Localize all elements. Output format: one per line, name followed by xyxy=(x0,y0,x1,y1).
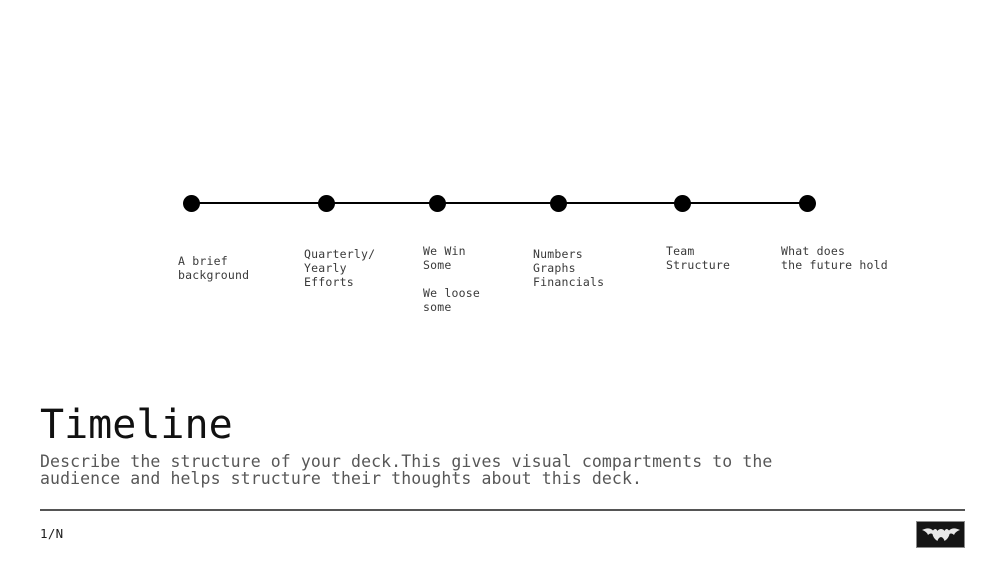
timeline-label-3b: We loose some xyxy=(423,286,480,314)
timeline-node-3[interactable] xyxy=(428,195,446,212)
timeline-node-2[interactable] xyxy=(317,195,335,212)
timeline-label-4: Numbers Graphs Financials xyxy=(533,247,605,289)
timeline-axis-line xyxy=(191,202,807,204)
slide-description: Describe the structure of your deck.This… xyxy=(40,452,773,488)
slide-title: Timeline xyxy=(40,402,233,448)
timeline-diagram: A brief background Quarterly/ Yearly Eff… xyxy=(178,195,888,314)
timeline-node-1[interactable] xyxy=(182,195,200,212)
timeline-label-6: What does the future hold xyxy=(781,244,888,272)
timeline-node-4[interactable] xyxy=(549,195,567,212)
timeline-label-5: Team Structure xyxy=(666,244,731,272)
footer-divider xyxy=(40,509,965,511)
bat-icon xyxy=(921,528,960,541)
timeline-label-3a: We Win Some xyxy=(423,244,466,272)
timeline-node-5[interactable] xyxy=(673,195,691,212)
timeline-label-1: A brief background xyxy=(178,254,250,282)
bat-logo xyxy=(916,521,965,548)
timeline-node-6[interactable] xyxy=(798,195,816,212)
page-number: 1/N xyxy=(40,526,64,541)
timeline-label-2: Quarterly/ Yearly Efforts xyxy=(304,247,376,289)
